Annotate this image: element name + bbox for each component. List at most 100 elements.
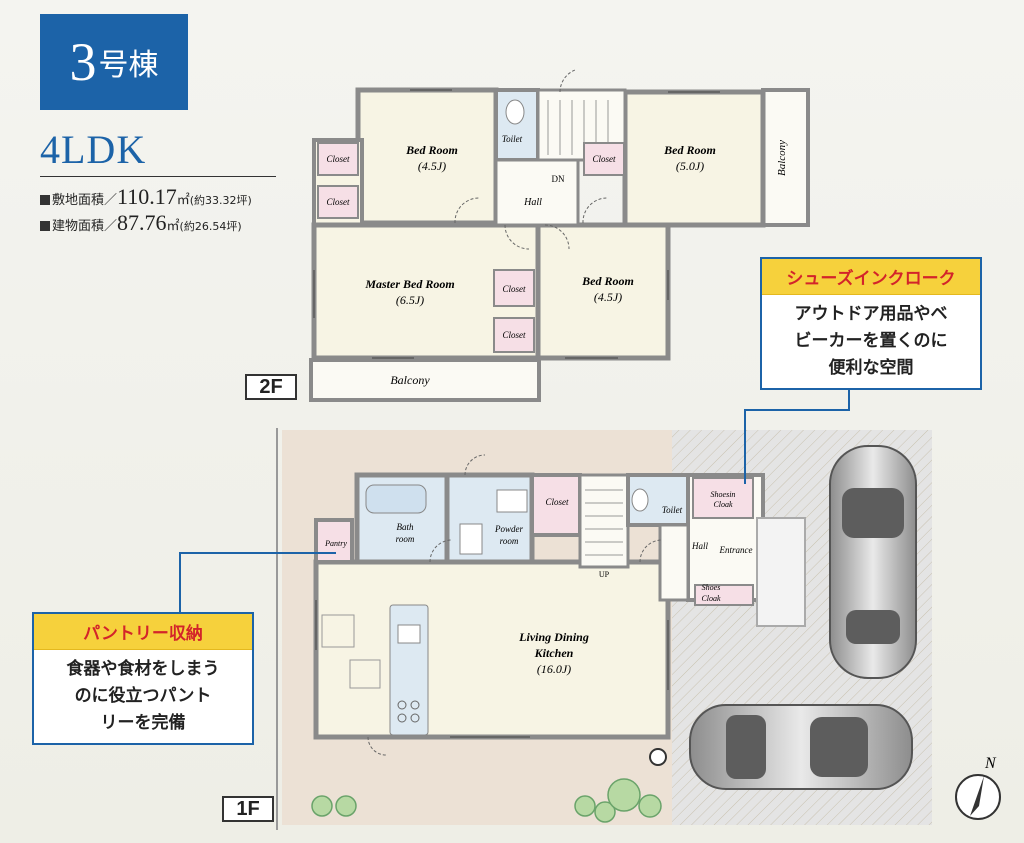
bed-room-se xyxy=(535,222,671,361)
ldk-line2: Kitchen xyxy=(534,646,574,660)
bath-line2: room xyxy=(396,534,415,544)
toilet-1f-label: Toilet xyxy=(662,505,683,515)
pantry-callout-line: のに役立つパント xyxy=(74,686,212,706)
building-area-note: (約26.54坪) xyxy=(179,220,242,233)
shoes-callout-body: アウトドア用品やベ ビーカーを置くのに 便利な空間 xyxy=(762,295,980,388)
stair-up-label: UP xyxy=(599,570,610,579)
washing-machine-icon xyxy=(459,523,483,555)
building-area-unit: ㎡ xyxy=(166,219,180,234)
bed-nw-size: (4.5J) xyxy=(418,159,446,173)
closet-2f-5 xyxy=(493,317,535,353)
balcony-south-label: Balcony xyxy=(390,373,430,387)
balcony-east-label: Balcony xyxy=(776,140,788,176)
toilet-1f-fixture-icon xyxy=(631,488,649,512)
shoes-callout-title: シューズインクローク xyxy=(762,259,980,295)
hall-1f xyxy=(658,523,690,602)
floor-1f-plan: Bath room Powder room Closet Toilet Shoe… xyxy=(276,428,932,830)
stair-dn-label: DN xyxy=(552,174,565,184)
pantry-label: Pantry xyxy=(324,539,347,548)
shoes-cloak xyxy=(694,584,754,606)
shoes-line1: Shoes xyxy=(702,583,721,592)
ldk-size: (16.0J) xyxy=(537,662,571,676)
building-number: 3 xyxy=(69,32,97,92)
closet-2f-4 xyxy=(493,269,535,307)
building-area-value: 87.76 xyxy=(117,210,167,235)
master-name: Master Bed Room xyxy=(364,277,454,291)
car-icon-north xyxy=(829,445,917,679)
water-meter-icon xyxy=(649,748,667,766)
fridge-icon xyxy=(321,614,355,648)
hall-1f-label: Hall xyxy=(691,541,709,551)
pantry xyxy=(314,518,354,564)
shoes-line2: Cloak xyxy=(701,594,721,603)
bullet-square-icon xyxy=(40,221,50,231)
pantry-callout-line: 食器や食材をしまう xyxy=(66,659,220,679)
toilet-1f xyxy=(626,473,690,527)
pantry-callout-title: パントリー収納 xyxy=(34,614,252,650)
entrance-label: Entrance xyxy=(719,545,753,555)
shoes-cloak-callout: シューズインクローク アウトドア用品やベ ビーカーを置くのに 便利な空間 xyxy=(760,257,982,390)
toilet-2f-label: Toilet xyxy=(502,134,523,144)
site-area-line: 敷地面積／110.17㎡(約33.32坪) xyxy=(40,184,252,210)
bathtub-icon xyxy=(365,484,427,514)
hall-2f xyxy=(494,158,580,227)
building-area-label: 建物面積／ xyxy=(52,219,118,234)
site-area-note: (約33.32坪) xyxy=(189,194,252,207)
site-area-label: 敷地面積／ xyxy=(52,193,118,208)
site-area-value: 110.17 xyxy=(117,184,177,209)
shoes-callout-line: ビーカーを置くのに xyxy=(794,331,948,351)
bed-ne-name: Bed Room xyxy=(663,143,716,157)
closet-2f-2-label: Closet xyxy=(326,197,350,207)
closet-1f xyxy=(530,473,582,537)
building-number-badge: 3 号棟 xyxy=(40,14,188,110)
closet-1f-label: Closet xyxy=(545,497,569,507)
master-size: (6.5J) xyxy=(396,293,424,307)
vanity-sink-icon xyxy=(496,489,528,513)
shoesin-line2: Cloak xyxy=(713,500,733,509)
shoes-callout-line: アウトドア用品やベ xyxy=(794,304,948,324)
powder-line2: room xyxy=(500,536,519,546)
powder-line1: Powder xyxy=(494,524,523,534)
bed-nw-name: Bed Room xyxy=(405,143,458,157)
kitchen-sink-icon xyxy=(397,624,421,644)
bed-se-name: Bed Room xyxy=(581,274,634,288)
layout-type: 4LDK xyxy=(40,127,147,172)
bed-ne-size: (5.0J) xyxy=(676,159,704,173)
shrub-icons xyxy=(311,778,662,823)
shoesin-line1: Shoesin xyxy=(711,490,736,499)
storage-icon xyxy=(349,659,381,689)
pantry-callout-line: リーを完備 xyxy=(100,713,186,733)
compass-icon: N xyxy=(955,755,1001,820)
toilet-fixture-icon xyxy=(505,99,525,125)
closet-2f-2 xyxy=(317,185,359,219)
building-suffix: 号棟 xyxy=(98,48,159,83)
closet-2f-1 xyxy=(317,142,359,176)
closet-2f-1-label: Closet xyxy=(326,154,350,164)
site-area-unit: ㎡ xyxy=(176,193,190,208)
pantry-callout: パントリー収納 食器や食材をしまう のに役立つパント リーを完備 xyxy=(32,612,254,745)
header-divider xyxy=(40,176,276,177)
shoesin-cloak xyxy=(692,477,754,519)
hall-2f-label: Hall xyxy=(523,197,542,208)
callout-leaders xyxy=(179,388,850,612)
car-icon-south xyxy=(689,704,913,790)
floor-tag-1f: 1F xyxy=(222,796,274,822)
living-dining-kitchen xyxy=(313,559,671,740)
closet-2f-4-label: Closet xyxy=(502,284,526,294)
shoes-callout-line: 便利な空間 xyxy=(828,358,914,378)
stair-1f xyxy=(578,473,630,569)
ldk-line1: Living Dining xyxy=(518,630,589,644)
closet-2f-3 xyxy=(583,142,625,176)
closet-2f-3-label: Closet xyxy=(592,154,616,164)
floor-tag-2f: 2F xyxy=(245,374,297,400)
balcony-east xyxy=(761,88,810,227)
compass-label: N xyxy=(984,755,997,772)
bed-se-size: (4.5J) xyxy=(594,290,622,304)
bath-line1: Bath xyxy=(397,522,414,532)
floor-2f-plan: Bed Room (4.5J) Bed Room (5.0J) Master B… xyxy=(309,69,810,402)
porch xyxy=(756,517,806,627)
closet-2f-5-label: Closet xyxy=(502,330,526,340)
bullet-square-icon xyxy=(40,195,50,205)
building-area-line: 建物面積／87.76㎡(約26.54坪) xyxy=(40,210,242,236)
